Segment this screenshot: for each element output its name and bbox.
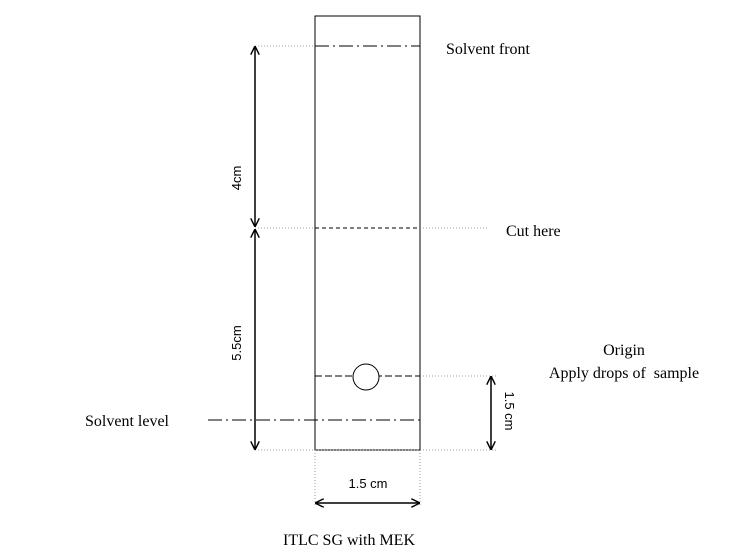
origin-height-label: 1.5 cm bbox=[502, 391, 517, 430]
bottom-span-label: 5.5cm bbox=[229, 325, 244, 360]
apply-drops-label: Apply drops of sample bbox=[549, 365, 699, 382]
strip-width-label: 1.5 cm bbox=[348, 476, 387, 491]
cut-here-label: Cut here bbox=[506, 223, 561, 240]
top-span-label: 4cm bbox=[229, 166, 244, 191]
solvent-front-label: Solvent front bbox=[446, 41, 531, 58]
caption: ITLC SG with MEK bbox=[283, 532, 415, 549]
origin-label: Origin bbox=[603, 342, 645, 359]
itlc-strip bbox=[314, 15, 421, 451]
sample-spot bbox=[352, 363, 380, 391]
solvent-level-label: Solvent level bbox=[85, 413, 170, 430]
